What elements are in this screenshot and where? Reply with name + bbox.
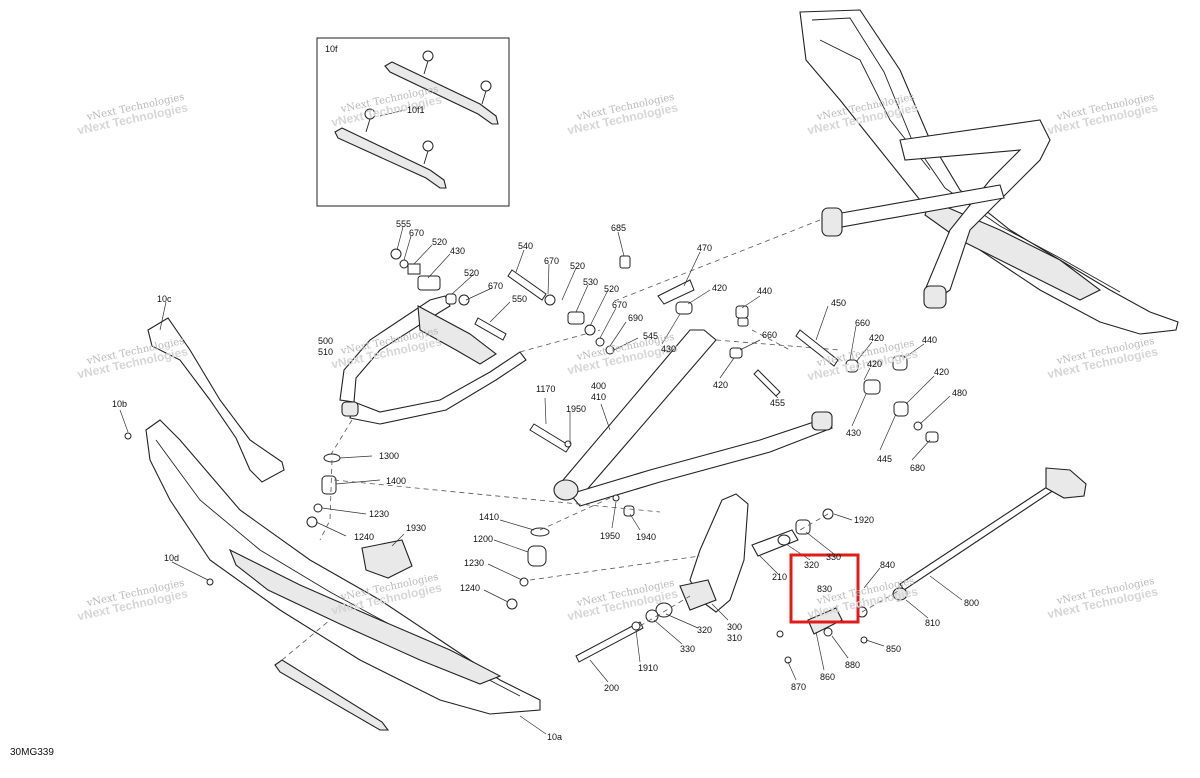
part-label: 840 xyxy=(880,560,895,570)
part-label: 320 xyxy=(697,625,712,635)
figure-code: 30MG339 xyxy=(10,747,54,758)
part-label: 520 xyxy=(432,237,447,247)
part-label: 420 xyxy=(867,359,882,369)
part-label: 10d xyxy=(164,553,179,563)
part-label: 660 xyxy=(855,318,870,328)
part-label: 550 xyxy=(512,294,527,304)
part-label: 300 xyxy=(727,622,742,632)
part-label: 1910 xyxy=(638,663,658,673)
part-label: 10a xyxy=(547,732,562,742)
part-label: 880 xyxy=(845,660,860,670)
part-label: 500 xyxy=(318,336,333,346)
part-label: 1920 xyxy=(854,515,874,525)
lower-a-arm xyxy=(553,329,841,507)
part-label: 685 xyxy=(611,223,626,233)
part-label: 440 xyxy=(922,335,937,345)
part-label: 1950 xyxy=(566,404,586,414)
part-label: 1200 xyxy=(473,534,493,544)
part-label: 330 xyxy=(826,552,841,562)
part-label: 540 xyxy=(518,241,533,251)
part-label: 1300 xyxy=(379,451,399,461)
part-label: 1240 xyxy=(354,532,374,542)
part-label: 670 xyxy=(612,300,627,310)
part-label: 420 xyxy=(934,367,949,377)
part-label: 870 xyxy=(791,682,806,692)
tie-rod xyxy=(892,467,1087,601)
part-label: 660 xyxy=(762,330,777,340)
part-label: 455 xyxy=(770,398,785,408)
part-label: 445 xyxy=(877,454,892,464)
part-label: 1170 xyxy=(536,384,555,394)
part-label: 510 xyxy=(318,347,333,357)
part-label: 1950 xyxy=(600,531,620,541)
part-label: 1400 xyxy=(386,476,406,486)
part-label: 320 xyxy=(804,560,819,570)
part-label: 400 xyxy=(591,381,606,391)
part-label: 450 xyxy=(831,298,846,308)
ski-left xyxy=(145,317,541,731)
part-label: 670 xyxy=(409,228,424,238)
part-label: 440 xyxy=(757,286,772,296)
part-label: 420 xyxy=(869,333,884,343)
upper-a-arm xyxy=(329,295,601,457)
part-label: 10f xyxy=(325,44,338,54)
part-label: 10f1 xyxy=(407,105,425,115)
part-label: 810 xyxy=(925,618,940,628)
part-label: 1940 xyxy=(636,532,656,542)
part-label: 1930 xyxy=(406,523,426,533)
part-label: 430 xyxy=(661,344,676,354)
part-label: 330 xyxy=(680,644,695,654)
part-label: 410 xyxy=(591,392,606,402)
part-label: 430 xyxy=(450,246,465,256)
part-label: 310 xyxy=(727,633,742,643)
part-labels: 10f 10f1 10c 10b 10d 10a 555 670 520 430… xyxy=(112,44,979,742)
part-label: 690 xyxy=(628,313,643,323)
part-label: 1230 xyxy=(369,509,389,519)
part-label: 420 xyxy=(713,380,728,390)
part-label: 670 xyxy=(488,281,503,291)
highlight-box xyxy=(789,553,860,624)
part-label: 1230 xyxy=(464,558,484,568)
spindle xyxy=(679,493,799,613)
part-label: 470 xyxy=(697,243,712,253)
part-label: 830 xyxy=(817,584,832,594)
part-label: 530 xyxy=(583,277,598,287)
part-label: 545 xyxy=(643,331,658,341)
part-label: 860 xyxy=(820,672,835,682)
part-label: 430 xyxy=(846,428,861,438)
part-label: 670 xyxy=(544,256,559,266)
leader-lines xyxy=(119,226,963,735)
part-label: 850 xyxy=(886,644,901,654)
part-label: 480 xyxy=(952,388,967,398)
ski-right xyxy=(611,9,1179,335)
part-label: 520 xyxy=(604,284,619,294)
part-label: 200 xyxy=(604,683,619,693)
part-label: 680 xyxy=(910,463,925,473)
part-label: 555 xyxy=(396,219,411,229)
part-label: 1410 xyxy=(479,512,499,522)
part-label: 210 xyxy=(772,572,787,582)
part-label: 10b xyxy=(112,399,127,409)
inset-10f xyxy=(316,37,510,207)
part-label: 1240 xyxy=(460,583,480,593)
part-label: 800 xyxy=(964,598,979,608)
part-label: 420 xyxy=(712,283,727,293)
part-label: 10c xyxy=(157,294,172,304)
part-label: 520 xyxy=(464,268,479,278)
part-label: 520 xyxy=(570,261,585,271)
